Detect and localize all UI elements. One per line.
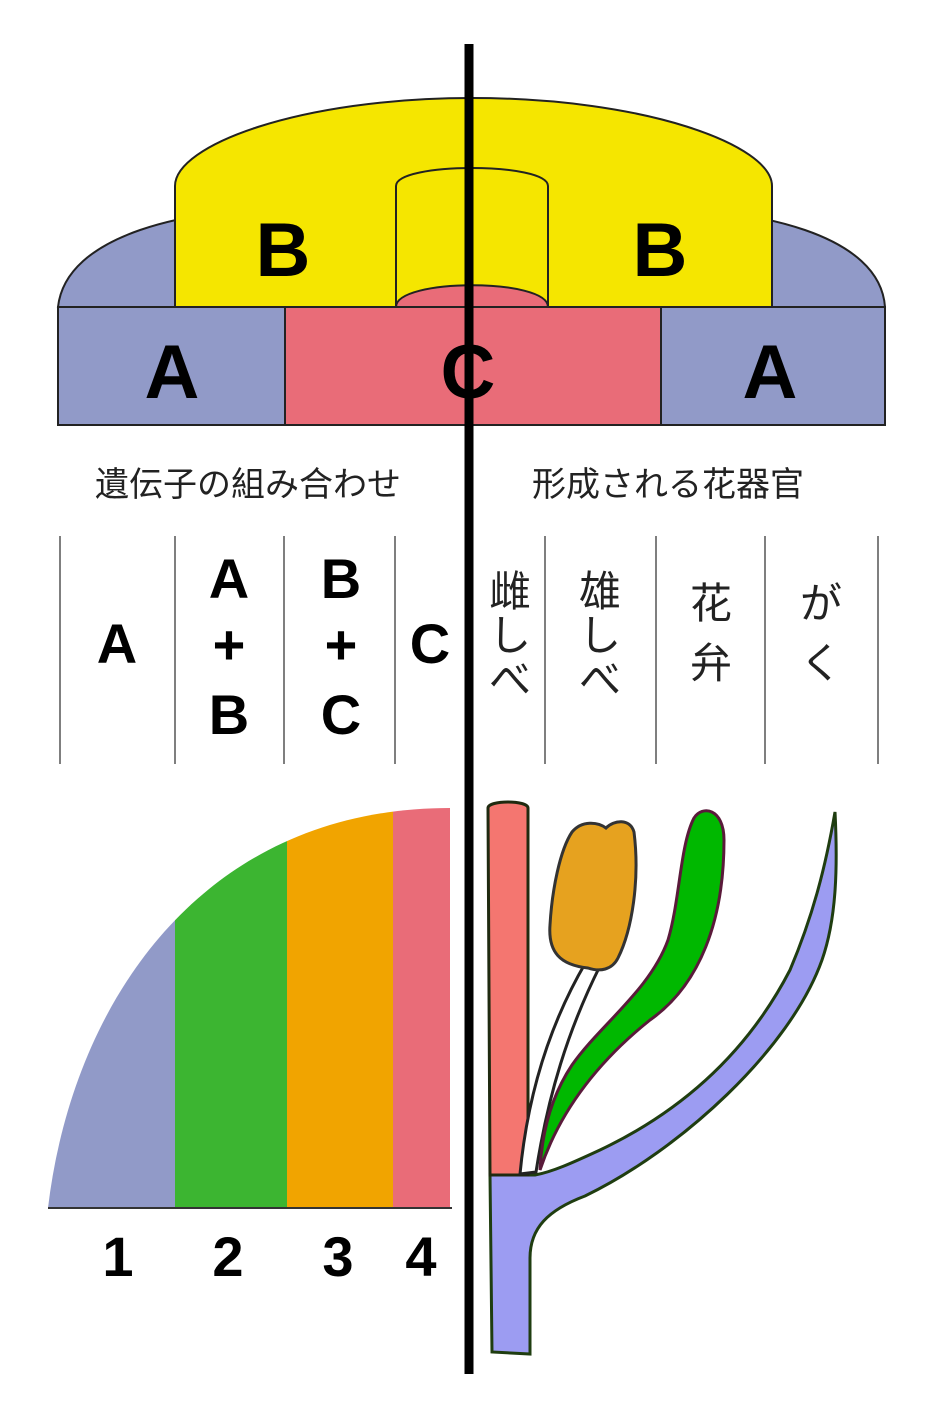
organ-char: べ <box>579 655 621 704</box>
gene-a-left-block <box>57 306 286 426</box>
whorl-1-band <box>48 808 175 1208</box>
combination-cell-1: A <box>97 612 137 675</box>
combination-cell-4: C <box>410 612 450 675</box>
whorl-number-1: 1 <box>102 1225 133 1288</box>
whorl-number-2: 2 <box>212 1225 243 1288</box>
table-column-lines <box>59 536 879 764</box>
combination-text: A <box>209 547 249 610</box>
whorl-number-3: 3 <box>322 1225 353 1288</box>
organ-char: し <box>579 611 621 660</box>
organ-char: 雌 <box>489 567 531 616</box>
combination-cell-2: A + B <box>209 547 249 746</box>
header-gene-combination: 遺伝子の組み合わせ <box>95 465 401 505</box>
organ-cell-pistil: 雌 し べ <box>489 567 531 704</box>
organ-char: が <box>800 579 842 628</box>
organ-cell-sepal: が く <box>800 579 842 688</box>
whorl-number-4: 4 <box>405 1225 436 1288</box>
combination-text: B <box>209 683 249 746</box>
combination-text: B <box>321 547 361 610</box>
organ-char: 弁 <box>690 639 732 688</box>
whorl-quarter-diagram <box>48 808 450 1208</box>
flower-organ-drawing <box>486 800 838 1356</box>
combination-text: + <box>325 613 358 676</box>
pistil-icon <box>486 800 530 1177</box>
gene-b-right-label: B <box>633 208 688 293</box>
gene-a-left-label: A <box>145 330 200 415</box>
petal-icon <box>538 809 726 1171</box>
gene-a-right-block <box>660 306 886 426</box>
whorl-4-band <box>393 808 450 1208</box>
gene-b-left-label: B <box>256 208 311 293</box>
combination-text: + <box>213 613 246 676</box>
organ-char: し <box>489 611 531 660</box>
combination-text: C <box>410 612 450 675</box>
organ-char: 雄 <box>579 567 621 616</box>
organ-cell-petal: 花 弁 <box>690 579 732 688</box>
combination-cell-3: B + C <box>321 547 361 746</box>
organ-char: く <box>800 639 842 688</box>
whorl-3-band <box>287 808 393 1208</box>
stamen-icon <box>548 820 638 972</box>
abc-domain-model: B B A C A <box>56 96 887 426</box>
whorl-2-band <box>175 808 287 1208</box>
combination-text: C <box>321 683 361 746</box>
header-floral-organs: 形成される花器官 <box>532 465 804 505</box>
organ-char: べ <box>489 655 531 704</box>
organ-cell-stamen: 雄 し べ <box>579 567 621 704</box>
organ-char: 花 <box>690 579 732 628</box>
gene-a-right-label: A <box>743 330 798 415</box>
sepal-icon <box>488 811 838 1356</box>
combination-text: A <box>97 612 137 675</box>
